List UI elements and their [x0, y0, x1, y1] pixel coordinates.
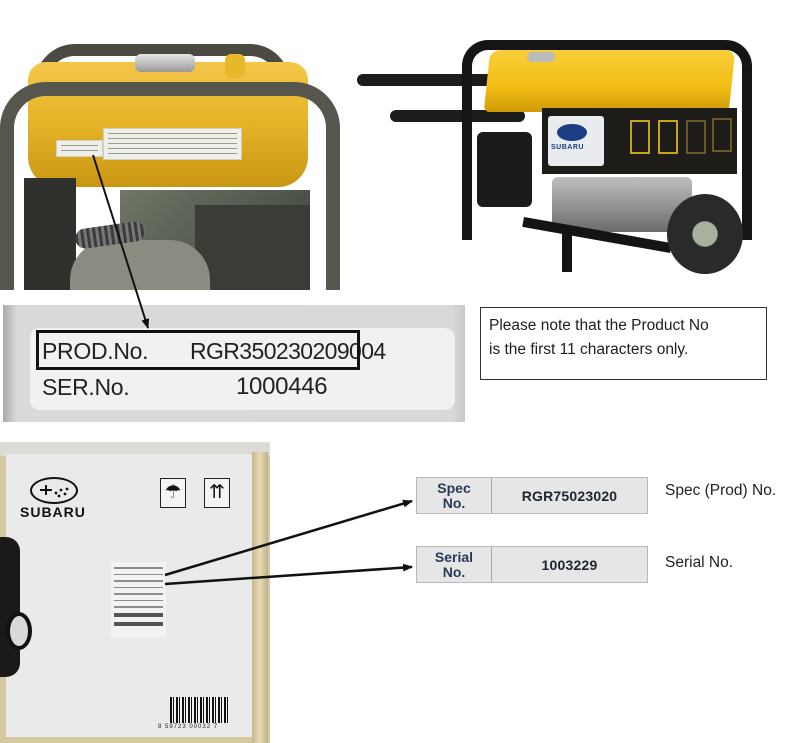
pallet-edge [252, 452, 268, 743]
brand-text: SUBARU [20, 504, 86, 520]
wheel [667, 194, 743, 274]
handle-lower [390, 110, 525, 122]
subaru-logo-icon [557, 124, 587, 141]
serial-no-key: Serial No. [417, 547, 492, 582]
shipping-box-photo: SUBARU ☂ ⇈ 8 59723 00032 7 [0, 442, 270, 743]
spec-no-value: RGR75023020 [521, 487, 618, 504]
generator-product-photo: SUBARU [352, 32, 790, 300]
brand-text: SUBARU [551, 144, 584, 151]
serial-caption: Serial No. [665, 554, 734, 571]
box-top-edge [0, 442, 270, 456]
serial-key-line2: No. [442, 563, 466, 580]
prod-no-value: RGR350230209004 [190, 338, 386, 364]
box-info-sticker [111, 562, 166, 637]
spec-key-line1: Spec [437, 479, 471, 496]
fuel-cap [135, 54, 195, 72]
subaru-logo-icon [30, 477, 78, 504]
serial-key-line1: Serial [434, 548, 474, 565]
strap [0, 537, 20, 677]
outlet-2 [658, 120, 678, 154]
this-way-up-icon: ⇈ [204, 478, 230, 508]
ser-no-value: 1000446 [236, 373, 328, 400]
strap-ring [6, 612, 32, 650]
note-line-2: is the first 11 characters only. [489, 341, 689, 358]
spec-key-line2: No. [442, 494, 466, 511]
barcode-number: 8 59723 00032 7 [158, 724, 219, 730]
outlet-1 [630, 120, 650, 154]
note-line-1: Please note that the Product No [489, 317, 709, 334]
prod-serial-sticker [56, 140, 103, 157]
frame-foot [562, 232, 572, 272]
tank-vent [225, 54, 245, 78]
front-frame-bar [0, 82, 340, 290]
prod-no-label: PROD.No. [42, 338, 149, 364]
roll-frame [462, 40, 752, 240]
barcode [170, 697, 230, 723]
air-filter-box [195, 205, 310, 290]
note-box: Please note that the Product No is the f… [480, 307, 767, 380]
outlet-3 [686, 120, 706, 154]
serial-no-label: Serial No. 1003229 [416, 546, 648, 583]
spec-no-key: Spec No. [417, 478, 492, 513]
generator-top-closeup-photo [0, 40, 340, 290]
product-number-highlight-box [36, 330, 360, 370]
spec-no-label: Spec No. RGR75023020 [416, 477, 648, 514]
fuel-cap [527, 52, 555, 62]
spec-caption: Spec (Prod) No. [665, 482, 777, 499]
recoil-housing [477, 132, 532, 207]
rating-sticker [103, 128, 242, 160]
ser-no-label: SER.No. [42, 374, 130, 400]
serial-no-value: 1003229 [541, 556, 598, 573]
umbrella-keep-dry-icon: ☂ [160, 478, 186, 508]
outlet-4 [712, 118, 732, 152]
